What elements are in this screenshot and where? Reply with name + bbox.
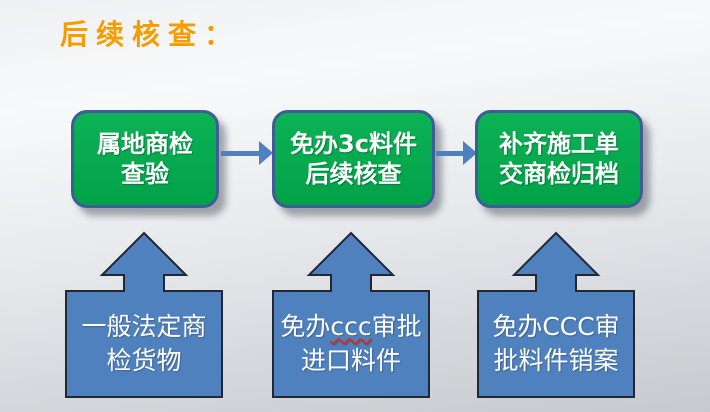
arrow-head	[259, 141, 273, 165]
source-box-3: 免办CCC审 批料件销案	[476, 231, 636, 399]
flow-step-3-line-2: 交商检归档	[499, 160, 619, 188]
arrow-head	[463, 141, 477, 165]
up-arrow-box-shape	[477, 231, 635, 398]
flow-step-1-line-1: 属地商检	[97, 130, 193, 158]
source-3-line-2: 批料件销案	[493, 346, 619, 375]
arrow-shaft	[436, 151, 465, 156]
source-2-misspelled-word: ccc	[330, 312, 372, 341]
up-arrow-box-shape	[272, 231, 430, 398]
flow-step-2-line-2: 后续核查	[305, 160, 402, 188]
source-box-1: 一般法定商 检货物	[64, 231, 224, 399]
source-label-1: 一般法定商 检货物	[64, 291, 224, 397]
source-label-3: 免办CCC审 批料件销案	[476, 291, 636, 397]
source-3-line-1: 免办CCC审	[492, 312, 620, 341]
flow-step-box-2: 免办3c料件 后续核查	[272, 110, 435, 208]
flow-step-box-1: 属地商检 查验	[71, 110, 219, 208]
arrow-right-icon	[221, 141, 273, 165]
source-2-line-2: 进口料件	[300, 346, 401, 375]
flow-step-box-3: 补齐施工单 交商检归档	[475, 110, 643, 208]
source-1-line-1: 一般法定商	[81, 312, 207, 341]
up-arrow-box-shape	[65, 231, 223, 398]
flow-step-3-line-1: 补齐施工单	[499, 130, 619, 158]
page-title: 后续核查：	[60, 18, 241, 51]
source-2-line-1-post: 审批	[371, 312, 422, 341]
arrow-right-icon	[436, 141, 477, 165]
arrow-shaft	[221, 151, 261, 156]
source-1-line-2: 检货物	[106, 346, 182, 375]
source-label-2: 免办ccc审批 进口料件	[271, 291, 431, 397]
source-2-line-1: 免办ccc审批	[280, 310, 421, 344]
flow-step-2-line-1: 免办3c料件	[290, 130, 417, 158]
flow-step-1-line-2: 查验	[121, 160, 169, 188]
source-box-2: 免办ccc审批 进口料件	[271, 231, 431, 399]
source-2-line-1-pre: 免办	[280, 312, 331, 341]
